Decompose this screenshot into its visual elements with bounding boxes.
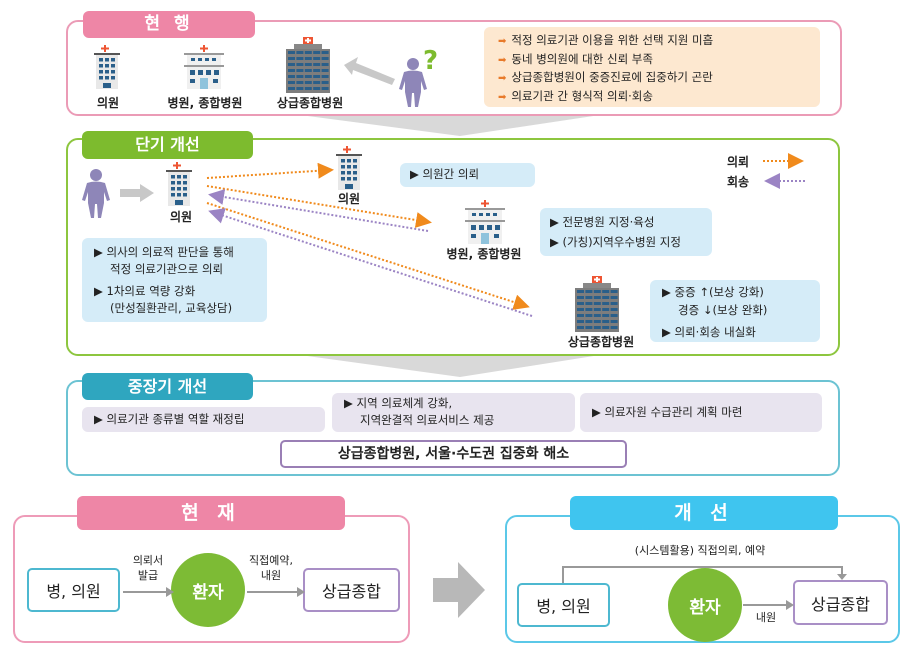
tertiary-note: 경증 ↓(보상 완화) [678,303,768,317]
triangle-bullet-icon: ▶ [550,235,563,249]
left-note: 1차의료 역량 강화 [106,284,196,298]
tertiary-label: 상급종합병원 [567,335,635,349]
improved-direct-label: (시스템활용) 직접의뢰, 예약 [634,544,766,557]
now-tertiary-box: 상급종합 [303,568,400,612]
question-mark-icon: ? [423,46,439,76]
problem-item: ➡ 의료기관 간 형식적 의뢰·회송 [498,88,806,107]
arrow-bullet-icon: ➡ [498,73,507,84]
problem-item: ➡ 적정 의료기관 이용을 위한 선택 지원 미흡 [498,32,806,51]
tertiary-notes-box: ▶ 중증 ↑(보상 강화) 경증 ↓(보상 완화) ▶ 의뢰·회송 내실화 [650,280,820,342]
triangle-bullet-icon: ▶ [662,285,675,299]
improved-tertiary-box: 상급종합 [793,580,888,625]
current-title: 현 행 [83,11,255,38]
arrow-bullet-icon: ➡ [498,91,507,103]
triangle-bullet-icon: ▶ [94,245,107,259]
label-line: 발급 [137,569,159,582]
improved-patient-circle: 환자 [668,568,742,642]
left-note: 의사의 의료적 판단을 통해 [106,245,234,259]
referral-line-clinic [206,162,334,179]
legend-referral-label: 의뢰 [727,155,750,169]
person-icon [397,57,429,111]
problems-box: ➡ 적정 의료기관 이용을 위한 선택 지원 미흡 ➡ 동네 병의원에 대한 신뢰 … [484,27,820,107]
gray-arrow-icon [120,184,154,202]
tertiary-note: 중증 ↑(보상 강화) [674,285,764,299]
funnel-2 [300,355,600,377]
referral-line-hospital [206,185,432,228]
funnel-1 [300,115,600,136]
now-title: 현 재 [77,496,345,530]
improved-title: 개 선 [570,496,838,530]
long-term-item-text: 의료자원 수급관리 계획 마련 [604,405,743,419]
label-line: 직접예약, [249,554,293,567]
gray-arrow-icon [344,57,395,85]
triangle-bullet-icon: ▶ [550,215,563,229]
long-term-item-text: 지역 의료체계 강화, [356,396,453,410]
problem-item: ➡ 동네 병의원에 대한 신뢰 부족 [498,51,806,70]
problem-text: 동네 병의원에 대한 신뢰 부족 [511,51,653,66]
left-notes-box: ▶ 의사의 의료적 판단을 통해 적정 의료기관으로 의뢰 ▶ 1차의료 역량 … [82,238,267,322]
hospital-building-icon [182,45,226,93]
tertiary-label: 상급종합병원 [276,96,344,110]
triangle-bullet-icon: ▶ [94,412,107,426]
long-term-item-text: 의료기관 종류별 역할 재정립 [106,412,245,426]
clinic-building-icon [92,45,124,93]
legend-return-label: 회송 [727,175,750,189]
person-icon [80,168,112,222]
problem-text: 상급종합병원이 중증진료에 집중하기 곤란 [511,70,713,84]
long-term-goal: 상급종합병원, 서울·수도권 집중화 해소 [280,440,627,468]
now-clinic-box: 병, 의원 [27,568,120,612]
clinic-note-box: ▶ 의원간 의뢰 [400,163,535,187]
clinic-label: 의원 [337,192,361,206]
clinic-note: 의원간 의뢰 [422,167,480,181]
hospital-notes-box: ▶ 전문병원 지정·육성 ▶ (가칭)지역우수병원 지정 [540,208,712,256]
tertiary-building-icon [573,276,621,336]
problem-text: 적정 의료기관 이용을 위한 선택 지원 미흡 [511,33,714,47]
problem-item: ➡ 상급종합병원이 중증진료에 집중하기 곤란 [498,69,806,88]
short-term-title: 단기 개선 [82,131,253,159]
triangle-bullet-icon: ▶ [592,405,605,419]
label-line: 의뢰서 [132,554,164,567]
triangle-bullet-icon: ▶ [344,396,357,410]
return-line-tertiary [208,208,533,317]
left-note: (만성질환관리, 교육상담) [110,301,233,315]
hospital-note: 전문병원 지정·육성 [562,215,655,229]
clinic-label: 의원 [96,96,120,110]
left-note: 적정 의료기관으로 의뢰 [110,262,224,276]
hospital-label: 병원, 종합병원 [446,247,522,261]
hospital-note: (가칭)지역우수병원 지정 [562,235,681,249]
improved-clinic-box: 병, 의원 [517,583,610,627]
origin-clinic-label: 의원 [169,210,193,224]
long-term-item-text: 지역완결적 의료서비스 제공 [360,413,495,427]
improved-visit-label: 내원 [755,611,777,624]
long-term-title: 중장기 개선 [82,373,253,400]
now-arrow2-label: 직접예약, 내원 [243,553,299,583]
hospital-building-icon [463,200,507,248]
return-line-hospital [208,189,429,232]
long-term-item: ▶ 지역 의료체계 강화, 지역완결적 의료서비스 제공 [332,393,575,432]
long-term-item: ▶ 의료기관 종류별 역할 재정립 [82,407,325,432]
label-line: 내원 [260,569,282,582]
problem-text: 의료기관 간 형식적 의뢰·회송 [511,88,653,103]
clinic-building-icon [334,146,366,194]
arrow-bullet-icon: ➡ [498,54,507,66]
tertiary-building-icon [284,37,332,97]
origin-clinic-icon [164,162,196,210]
arrow-bullet-icon: ➡ [498,36,507,47]
triangle-bullet-icon: ▶ [94,284,107,298]
triangle-bullet-icon: ▶ [410,167,423,181]
triangle-bullet-icon: ▶ [662,325,675,339]
tertiary-note: 의뢰·회송 내실화 [674,325,756,339]
hospital-label: 병원, 종합병원 [167,96,243,110]
long-term-item: ▶ 의료자원 수급관리 계획 마련 [580,393,822,432]
now-patient-circle: 환자 [171,553,245,627]
